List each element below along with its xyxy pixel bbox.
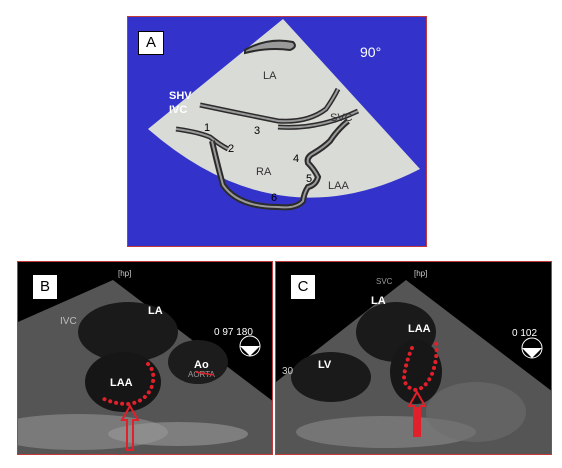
ao-marker-line bbox=[195, 371, 215, 376]
label-ivc: IVC bbox=[169, 104, 187, 116]
probe-angle-icon-c bbox=[521, 337, 543, 359]
angle-label: 90° bbox=[360, 44, 381, 60]
panel-c-echo: [hp] SVC LA LAA 0 102 30 LV C bbox=[275, 261, 552, 455]
panel-b-echo-image: [hp] IVC LA 0 97 180 Ao AORTA LAA bbox=[18, 269, 272, 454]
cavity-ao-b bbox=[168, 340, 228, 384]
label-1: 1 bbox=[204, 122, 210, 134]
label-laa-c: LAA bbox=[408, 323, 431, 335]
label-laa: LAA bbox=[328, 180, 349, 192]
bright-tissue-c2 bbox=[426, 382, 526, 442]
arrow-shaft-c bbox=[415, 407, 419, 435]
panel-c-echo-image: [hp] SVC LA LAA 0 102 30 LV bbox=[276, 269, 551, 454]
label-la-b: LA bbox=[148, 305, 163, 317]
panel-letter-a: A bbox=[138, 31, 164, 55]
scale-c: 0 102 bbox=[512, 328, 537, 339]
hp-label-b: [hp] bbox=[118, 269, 131, 278]
label-lv-c: LV bbox=[318, 359, 332, 371]
label-aorta-b: AORTA bbox=[188, 370, 215, 379]
cavity-la-b bbox=[78, 302, 178, 362]
label-num-c: 30 bbox=[282, 366, 294, 377]
ivc-wall-inner bbox=[175, 128, 229, 150]
scale-b: 0 97 180 bbox=[214, 327, 253, 338]
cavity-laa-c bbox=[390, 340, 442, 404]
interatrial-wall-inner bbox=[199, 88, 339, 123]
label-ivc-b: IVC bbox=[60, 316, 77, 327]
panel-b-echo: [hp] IVC LA 0 97 180 Ao AORTA LAA B bbox=[17, 261, 273, 455]
panel-letter-b: B bbox=[32, 274, 58, 300]
label-svc-c: SVC bbox=[376, 277, 393, 286]
ra-wall-inner bbox=[211, 120, 349, 209]
arrow-up-hollow-b bbox=[120, 403, 140, 451]
label-2: 2 bbox=[228, 143, 234, 155]
panel-a-schematic: 90° LA SHV IVC SVC RA LAA 1 2 3 4 5 6 bbox=[148, 19, 420, 211]
label-la: LA bbox=[263, 70, 277, 82]
laa-dotted-outline-c bbox=[401, 340, 439, 393]
laa-dotted-outline-b bbox=[100, 362, 156, 407]
label-laa-b: LAA bbox=[110, 377, 133, 389]
label-svc: SVC bbox=[330, 112, 353, 124]
cavity-lv-c bbox=[291, 352, 371, 402]
panel-letter-c: C bbox=[290, 274, 316, 300]
bright-tissue-b2 bbox=[108, 422, 248, 446]
label-6: 6 bbox=[271, 192, 277, 204]
cavity-laa-b bbox=[85, 352, 161, 412]
probe-angle-icon bbox=[239, 335, 261, 357]
label-4: 4 bbox=[293, 153, 299, 165]
panel-a-diagram: 90° LA SHV IVC SVC RA LAA 1 2 3 4 5 6 A bbox=[127, 16, 427, 247]
label-5: 5 bbox=[306, 173, 312, 185]
la-top-wall bbox=[244, 39, 296, 55]
arrow-up-hollow-c bbox=[407, 389, 427, 437]
svc-wall-inner bbox=[277, 110, 359, 129]
label-3: 3 bbox=[254, 125, 260, 137]
label-ao-b: Ao bbox=[194, 359, 209, 371]
label-shv: SHV bbox=[169, 90, 192, 102]
label-la-c: LA bbox=[371, 295, 386, 307]
hp-label-c: [hp] bbox=[414, 269, 427, 278]
label-ra: RA bbox=[256, 166, 272, 178]
